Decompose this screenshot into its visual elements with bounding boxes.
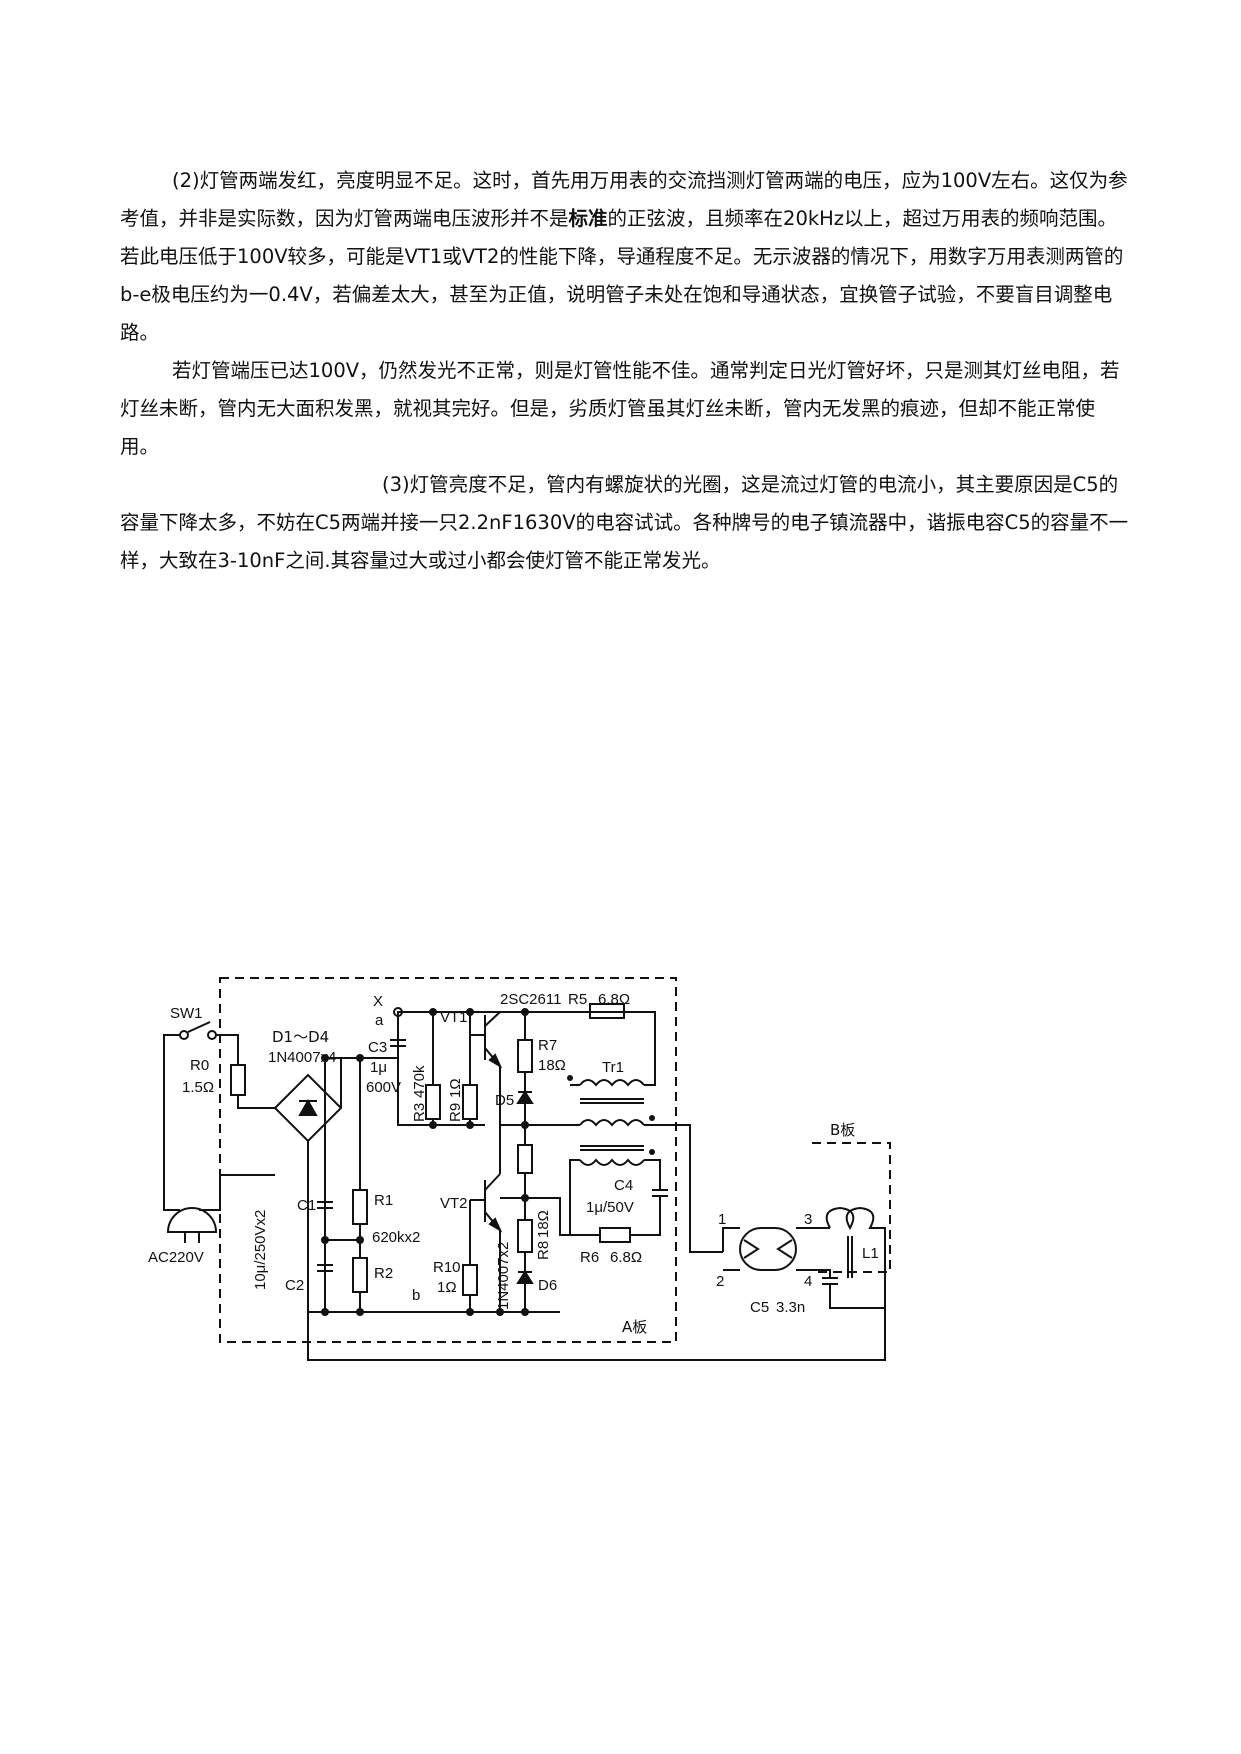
label-r7: R7 (538, 1037, 557, 1054)
label-board-a: A板 (622, 1318, 647, 1336)
article-text: (2)灯管两端发红，亮度明显不足。这时，首先用万用表的交流挡测灯管两端的电压，应… (120, 162, 1130, 580)
label-c1: C1 (297, 1197, 316, 1214)
label-terminal-2: 2 (716, 1273, 724, 1290)
label-tr1: Tr1 (602, 1059, 624, 1076)
tr1-dot-top (567, 1075, 573, 1081)
r8-resistor (517, 1219, 533, 1253)
label-r6: R6 (580, 1249, 599, 1266)
label-terminal-1: 1 (718, 1211, 726, 1228)
label-terminal-4: 4 (804, 1273, 812, 1290)
label-r10: R10 (433, 1259, 461, 1276)
label-r7-value: 18Ω (538, 1057, 566, 1074)
paragraph-3-symptom: (3)灯管亮度不足，管内有螺旋状的光圈，这是流过灯管的电流小，其主要原因是C5的… (120, 473, 1129, 572)
l1-choke (825, 1206, 886, 1308)
tr1-dot-bottom (649, 1149, 655, 1155)
label-c3: C3 (368, 1039, 387, 1056)
label-r1: R1 (374, 1192, 393, 1209)
r2-resistor (352, 1257, 368, 1293)
r3-resistor (425, 1084, 441, 1120)
label-ac220v: AC220V (148, 1249, 204, 1266)
label-c12-value: 10μ/250Vx2 (252, 1210, 269, 1290)
label-r6-value: 6.8Ω (610, 1249, 642, 1266)
label-r8-value: 18Ω (535, 1210, 552, 1238)
label-r10-value: 1Ω (437, 1279, 457, 1296)
r10-resistor (462, 1264, 478, 1296)
switch-contact-right (207, 1030, 217, 1040)
label-r9: R9 (447, 1103, 464, 1122)
r6-resistor (599, 1227, 631, 1243)
tr1-dot-mid (649, 1115, 655, 1121)
label-c5: C5 (750, 1299, 769, 1316)
label-x: X (373, 993, 383, 1010)
r0-resistor (230, 1064, 246, 1096)
label-r2: R2 (374, 1265, 393, 1282)
label-r8: R8 (535, 1241, 552, 1260)
label-vt2: VT2 (440, 1195, 468, 1212)
label-r3: R3 (411, 1103, 428, 1122)
label-c4: C4 (614, 1177, 633, 1194)
circuit-diagram: SW1 R0 1.5Ω D1～D4 1N4007x4 AC220V X a C3… (140, 960, 1040, 1410)
switch-contact-left (179, 1030, 189, 1040)
label-r0: R0 (190, 1057, 209, 1074)
label-r5: R5 (568, 991, 587, 1008)
label-c2: C2 (285, 1277, 304, 1294)
label-2sc2611: 2SC2611 (500, 991, 561, 1008)
label-d1d4: D1～D4 (272, 1028, 329, 1046)
label-b: b (412, 1287, 420, 1304)
r9-resistor (462, 1084, 478, 1120)
label-c4-value: 1μ/50V (586, 1199, 634, 1216)
label-r5-value: 6.8Ω (598, 991, 630, 1008)
label-c3-cap: 1μ (370, 1059, 387, 1076)
paragraph-tube-check: 若灯管端压已达100V，仍然发光不正常，则是灯管性能不佳。通常判定日光灯管好坏，… (120, 359, 1120, 458)
fluorescent-tube (739, 1227, 797, 1271)
label-vt1: VT1 (440, 1009, 468, 1026)
label-board-b: B板 (830, 1121, 855, 1139)
filament-right (776, 1239, 793, 1259)
label-c5-value: 3.3n (776, 1299, 805, 1316)
tr1-winding-top (579, 1079, 645, 1087)
label-terminal-3: 3 (804, 1211, 812, 1228)
label-r0-value: 1.5Ω (182, 1079, 214, 1096)
label-c3-volt: 600V (366, 1079, 401, 1096)
label-a: a (375, 1012, 384, 1029)
filament-left (743, 1239, 760, 1259)
label-l1: L1 (862, 1245, 879, 1262)
label-d6: D6 (538, 1277, 557, 1294)
label-r12-value: 620kx2 (372, 1229, 420, 1246)
switch-lever (187, 1021, 211, 1033)
paragraph-2-symptom: (2)灯管两端发红，亮度明显不足。这时，首先用万用表的交流挡测灯管两端的电压，应… (120, 169, 1128, 344)
label-1n4007x2: 1N4007x2 (495, 1242, 512, 1310)
label-sw1: SW1 (170, 1005, 203, 1022)
middle-resistor (517, 1144, 533, 1174)
label-r3-value: 470k (411, 1065, 428, 1098)
r7-resistor (517, 1039, 533, 1073)
tr1-winding-mid (579, 1119, 645, 1127)
board-a-outline (219, 977, 677, 1343)
tr1-winding-bottom (579, 1158, 645, 1166)
label-d5: D5 (495, 1092, 514, 1109)
label-d1d4-value: 1N4007x4 (268, 1049, 336, 1066)
label-r9-value: 1Ω (447, 1078, 464, 1098)
r1-resistor (352, 1189, 368, 1225)
mains-plug (166, 1207, 218, 1233)
circuit-svg: SW1 R0 1.5Ω D1～D4 1N4007x4 AC220V X a C3… (148, 977, 891, 1361)
